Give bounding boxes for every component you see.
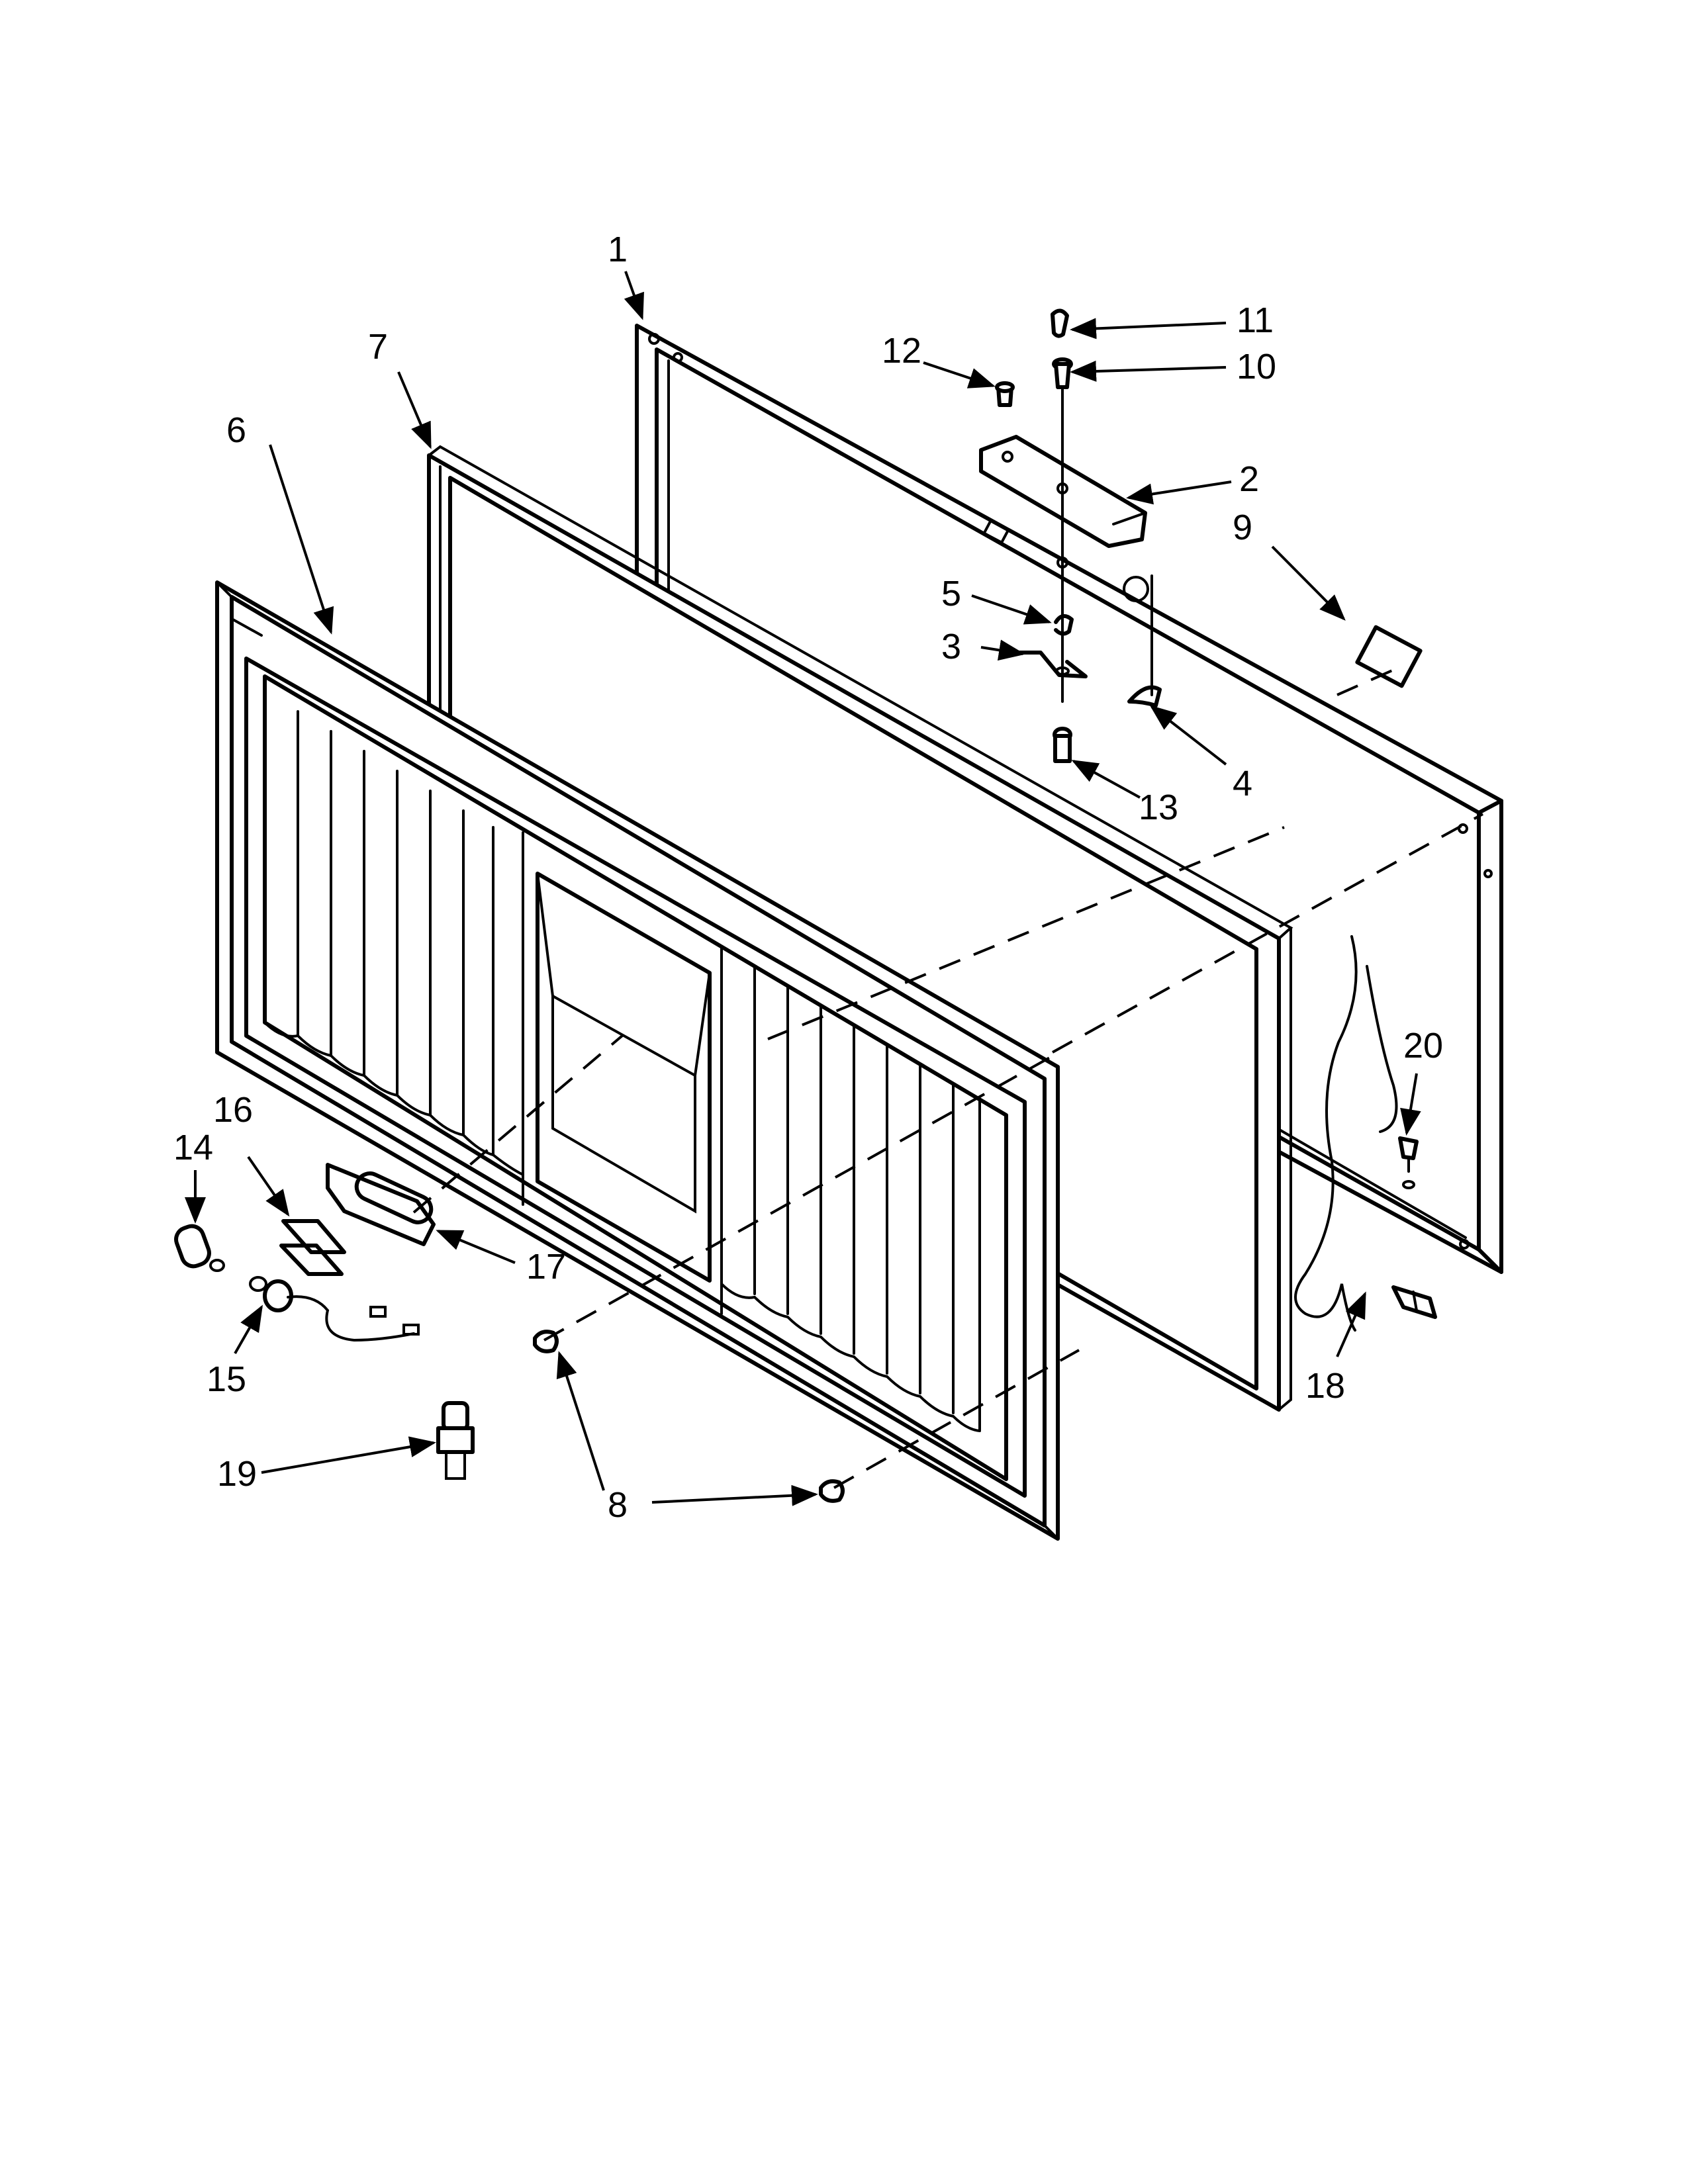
callout-1: 1 xyxy=(608,230,628,269)
part-17-light-housing xyxy=(326,1163,436,1246)
part-10-screw xyxy=(1052,357,1073,389)
leader-lines xyxy=(185,271,1421,1506)
callout-12: 12 xyxy=(882,331,921,371)
callout-20: 20 xyxy=(1403,1026,1443,1066)
callout-18: 18 xyxy=(1305,1366,1345,1406)
part-15-socket xyxy=(249,1276,420,1342)
callout-9: 9 xyxy=(1233,508,1252,547)
part-9-label xyxy=(1355,625,1423,688)
callout-5: 5 xyxy=(941,574,961,614)
part-19-switch xyxy=(436,1401,475,1480)
callout-14: 14 xyxy=(173,1128,213,1167)
part-16-lens xyxy=(281,1219,346,1254)
part-6-door-liner xyxy=(215,580,1060,1541)
wire-harness xyxy=(1294,935,1358,1332)
part-4-strike xyxy=(1127,685,1162,707)
callout-16: 16 xyxy=(213,1090,253,1130)
callout-15: 15 xyxy=(207,1359,246,1399)
liner-center-recess xyxy=(536,872,712,1283)
callout-8: 8 xyxy=(608,1485,628,1525)
callout-labels: 1 2 3 4 5 6 7 8 9 10 11 12 13 14 15 16 1… xyxy=(173,230,1443,1525)
part-20-screw xyxy=(1398,1136,1419,1189)
part-12-screw xyxy=(995,381,1015,407)
callout-13: 13 xyxy=(1139,788,1178,827)
callout-6: 6 xyxy=(226,410,246,450)
guide-lines xyxy=(412,667,1483,1489)
callout-19: 19 xyxy=(217,1454,257,1494)
callout-10: 10 xyxy=(1237,347,1276,387)
callout-17: 17 xyxy=(526,1247,566,1287)
callout-4: 4 xyxy=(1233,764,1252,803)
part-5-clip xyxy=(1054,614,1074,636)
part-18-connector xyxy=(1391,1285,1437,1319)
part-13-screw xyxy=(1053,727,1072,763)
callout-2: 2 xyxy=(1239,459,1259,499)
callout-11: 11 xyxy=(1237,300,1274,340)
callout-7: 7 xyxy=(368,327,388,367)
part-14-bulb xyxy=(174,1224,225,1272)
callout-3: 3 xyxy=(941,627,961,666)
liner-ribs-right xyxy=(720,965,981,1432)
part-11-key xyxy=(1051,308,1069,338)
